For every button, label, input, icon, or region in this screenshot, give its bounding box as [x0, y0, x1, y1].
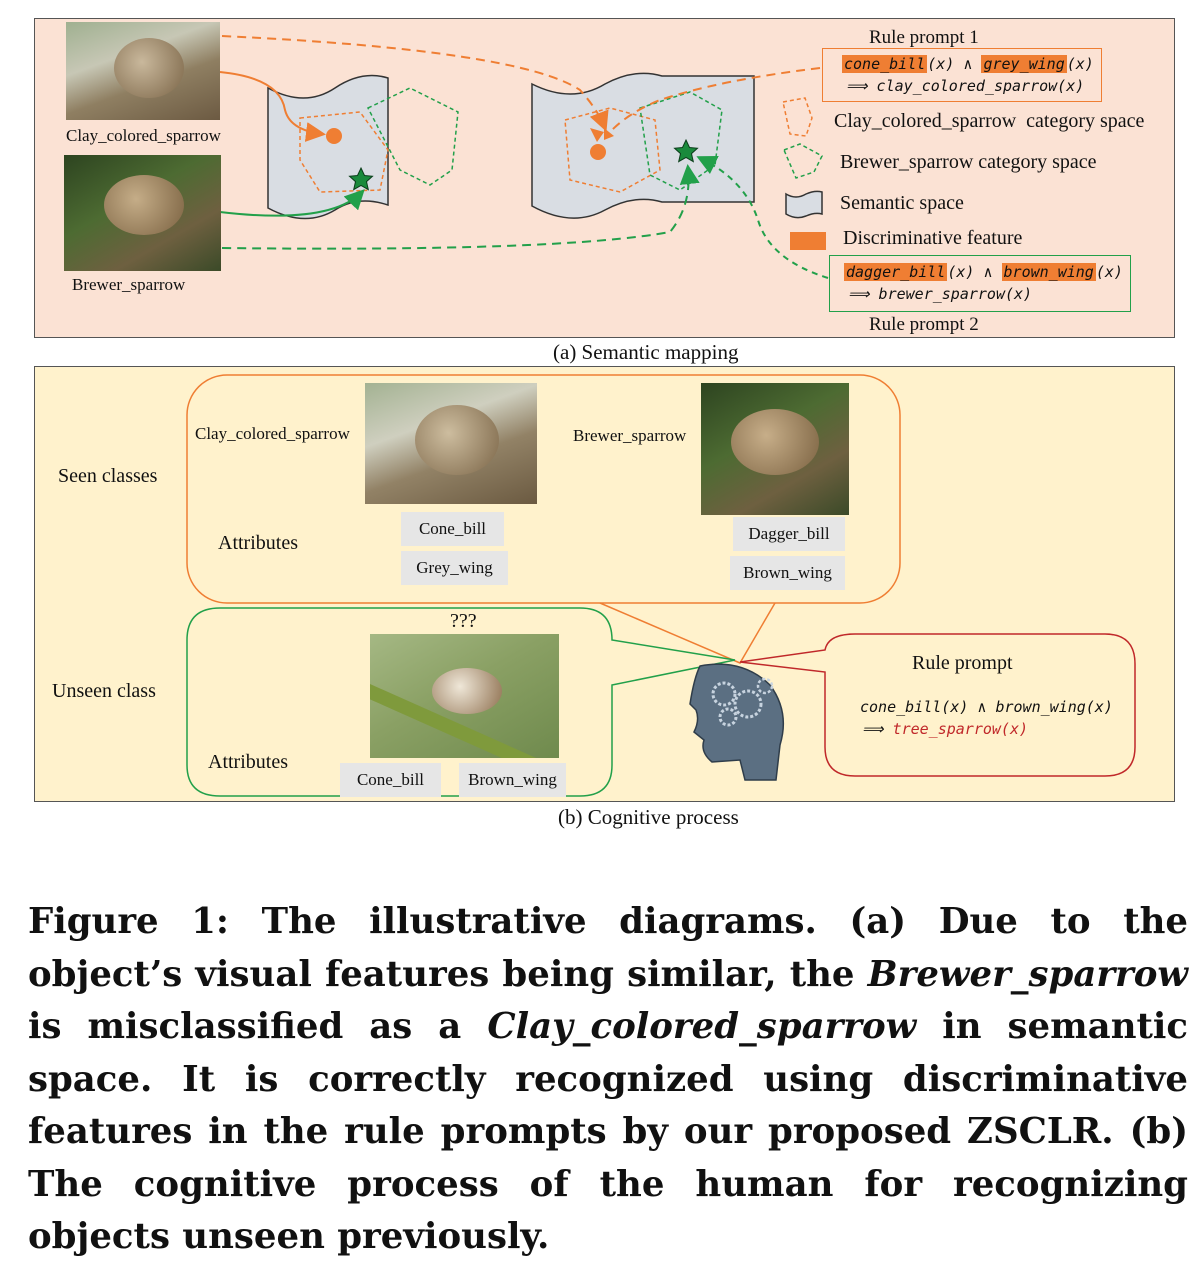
figure-caption: Figure 1: The illustrative diagrams. (a)…	[28, 901, 1188, 1257]
dashed-brewer-long	[221, 164, 700, 250]
legend-brewer-label: Brewer_sparrow category space	[840, 151, 1097, 173]
clay-label-b: Clay_colored_sparrow	[195, 424, 350, 443]
brewer-star-1	[348, 166, 374, 191]
clay-point-1	[326, 128, 342, 144]
clay-attr-cone-bill: Cone_bill	[401, 512, 504, 546]
brewer-star-2	[673, 138, 699, 163]
arrow-brewer-to-space	[219, 189, 365, 217]
brewer-sparrow-photo-b	[701, 383, 849, 515]
panel-b-caption: (b) Cognitive process	[558, 805, 739, 829]
rule-prompt-b-title: Rule prompt	[912, 652, 1013, 674]
rule-prompt-b-line2: ⟹ tree_sparrow(x)	[862, 720, 1029, 738]
clay-attr-grey-wing: Grey_wing	[401, 551, 508, 585]
brewer-label-b: Brewer_sparrow	[573, 426, 687, 445]
clay-region-2	[564, 107, 661, 193]
rule-box	[739, 633, 1136, 777]
brewer-attr-brown-wing: Brown_wing	[730, 556, 845, 590]
rule-prompt-1-title: Rule prompt 1	[869, 27, 979, 48]
brewer-region-2	[639, 91, 723, 191]
unseen-attr-cone-bill: Cone_bill	[340, 763, 441, 797]
dashed-clay-long	[221, 35, 609, 132]
dashed-rule2-arrow	[696, 156, 829, 279]
rule-prompt-2-line1: dagger_bill(x) ∧ brown_wing(x)	[844, 263, 1123, 281]
legend-clay-icon	[782, 97, 813, 137]
brewer-sparrow-photo-a	[64, 155, 221, 271]
clay-sparrow-photo-a	[66, 22, 220, 120]
seen-connector	[599, 602, 776, 664]
unseen-box	[186, 607, 736, 797]
rule-prompt-b-conclusion: tree_sparrow(x)	[892, 720, 1029, 738]
panel-a-caption: (a) Semantic mapping	[553, 340, 739, 364]
unseen-attr-brown-wing: Brown_wing	[459, 763, 566, 797]
rule-prompt-b-line1: cone_bill(x) ∧ brown_wing(x)	[860, 698, 1113, 716]
panel-b-diagram	[186, 374, 1136, 797]
legend-clay-label: Clay_colored_sparrow category space	[834, 110, 1145, 132]
semantic-space-2	[531, 72, 755, 219]
rule-prompt-2-title: Rule prompt 2	[869, 314, 979, 335]
attributes-label-seen: Attributes	[218, 532, 298, 554]
clay-sparrow-photo-b	[365, 383, 537, 504]
legend-feature-icon	[790, 232, 826, 250]
seen-classes-label: Seen classes	[58, 465, 158, 487]
legend-space-icon	[785, 190, 823, 219]
unknown-class-marker: ???	[450, 610, 477, 632]
legend-space-label: Semantic space	[840, 192, 964, 214]
bird2-label-a: Brewer_sparrow	[72, 275, 186, 294]
attributes-label-unseen: Attributes	[208, 751, 288, 773]
panel-b-background	[34, 366, 1175, 802]
rule-prompt-2-line2: ⟹ brewer_sparrow(x)	[848, 285, 1033, 303]
panel-a-diagram	[219, 35, 829, 279]
tree-sparrow-photo	[370, 634, 559, 758]
dashed-rule1-arrow	[611, 67, 821, 131]
brewer-region-1	[366, 87, 459, 186]
unseen-class-label: Unseen class	[52, 680, 156, 702]
rule-prompt-1-line2: ⟹ clay_colored_sparrow(x)	[846, 77, 1085, 95]
clay-region-1	[299, 111, 389, 193]
semantic-space-1	[267, 74, 389, 220]
legend-feature-label: Discriminative feature	[843, 227, 1023, 249]
seen-classes-box	[186, 374, 901, 604]
brewer-attr-dagger-bill: Dagger_bill	[733, 517, 845, 551]
rule1-feat1: cone_bill	[842, 55, 928, 73]
rule1-feat2: grey_wing	[981, 55, 1067, 73]
clay-point-2	[590, 144, 606, 160]
rule2-feat1: dagger_bill	[844, 263, 948, 281]
legend-brewer-icon	[783, 143, 823, 179]
arrow-clay-to-space	[219, 71, 326, 142]
rule-prompt-2-box	[829, 255, 1131, 312]
bird1-label-a: Clay_colored_sparrow	[66, 126, 221, 145]
rule2-feat2: brown_wing	[1001, 263, 1096, 281]
rule-prompt-1-box	[822, 48, 1102, 102]
human-head-icon	[689, 663, 785, 781]
rule-prompt-1-line1: cone_bill(x) ∧ grey_wing(x)	[842, 55, 1094, 73]
